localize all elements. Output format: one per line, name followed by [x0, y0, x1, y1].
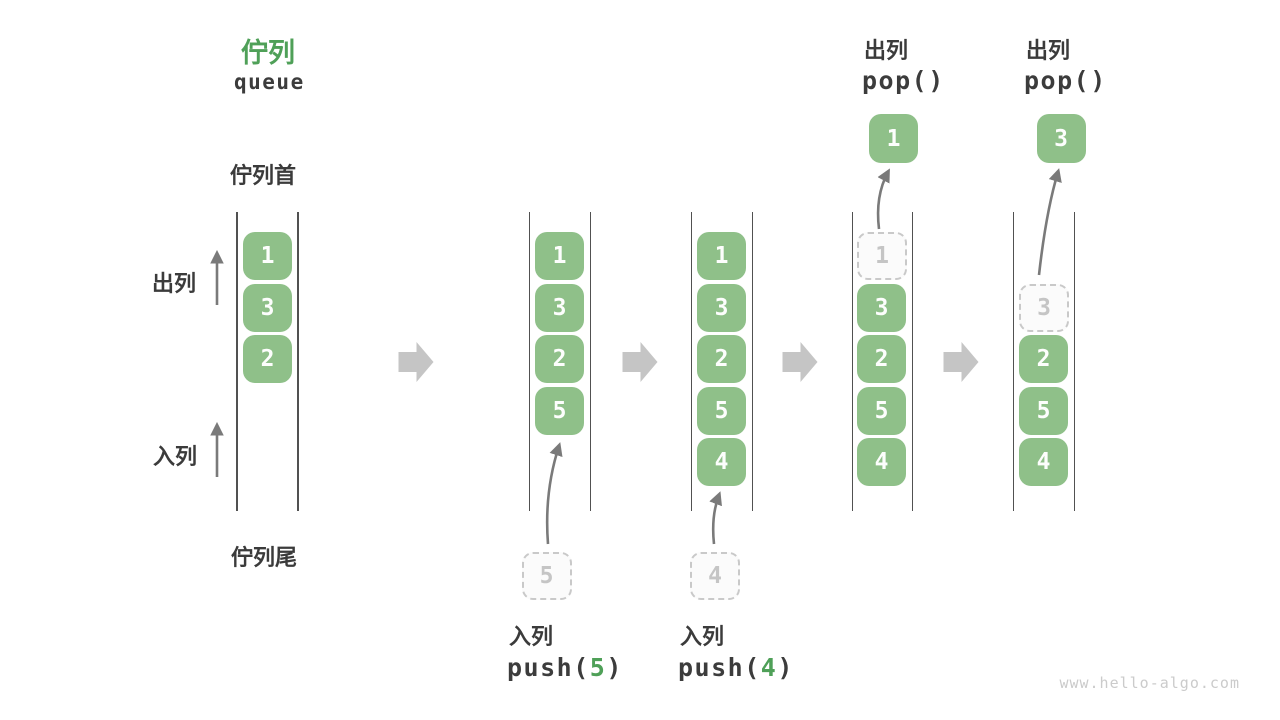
popped-item: 3: [1036, 114, 1086, 163]
queue-item-ghost: 3: [1019, 283, 1069, 332]
queue-wall: [297, 212, 299, 511]
queue-wall: [751, 212, 753, 511]
queue-item: 3: [535, 283, 584, 332]
queue-wall: [236, 212, 238, 511]
queue-item: 3: [857, 283, 906, 332]
dequeue-side-label: 出列: [152, 272, 197, 297]
queue-wall: [1012, 212, 1014, 511]
queue-item: 3: [243, 283, 292, 332]
queue-item-ghost: 4: [690, 551, 740, 600]
queue-item: 4: [697, 438, 746, 486]
pop1-arrow-icon: [876, 168, 890, 230]
push4-arrow-icon: [709, 491, 722, 545]
push5-code-label: push(5): [507, 653, 623, 682]
push4-fn-open: push(: [678, 653, 761, 682]
pop3-action-label: 出列: [1026, 39, 1071, 64]
queue-item: 1: [697, 232, 746, 280]
queue-item: 5: [697, 386, 746, 435]
diagram-title-zh: 佇列: [241, 38, 295, 69]
queue-item-ghost: 5: [521, 551, 572, 600]
pop1-action-label: 出列: [864, 39, 909, 64]
push5-arrow-icon: [545, 442, 563, 545]
push5-fn-open: push(: [507, 653, 590, 682]
queue-item: 2: [697, 335, 746, 383]
queue-item: 2: [1019, 335, 1068, 383]
queue-item-ghost: 1: [857, 232, 907, 280]
popped-item: 1: [869, 114, 918, 163]
watermark: www.hello-algo.com: [1059, 674, 1240, 692]
queue-item: 4: [857, 438, 906, 486]
push5-fn-close: ): [606, 653, 623, 682]
queue-wall: [851, 212, 853, 511]
queue-wall: [1073, 212, 1075, 511]
diagram-title-en: queue: [234, 70, 305, 94]
queue-item: 2: [857, 335, 906, 383]
push4-arg: 4: [760, 653, 778, 682]
queue-rear-label: 佇列尾: [231, 546, 298, 571]
queue-item: 5: [1019, 386, 1068, 435]
queue-item: 3: [697, 283, 746, 332]
queue-wall: [528, 212, 530, 511]
queue-front-label: 佇列首: [230, 164, 297, 189]
queue-item: 2: [243, 335, 292, 383]
pop3-arrow-icon: [1037, 168, 1062, 276]
queue-item: 5: [857, 386, 906, 435]
queue-item: 2: [535, 335, 584, 383]
pop3-code-label: pop(): [1024, 66, 1107, 95]
step-arrow-icon: [622, 342, 658, 382]
push5-arg: 5: [589, 653, 607, 682]
push4-code-label: push(4): [678, 653, 794, 682]
queue-item: 1: [243, 232, 292, 280]
push4-action-label: 入列: [680, 625, 725, 650]
pop1-code-label: pop(): [862, 66, 945, 95]
push4-fn-close: ): [777, 653, 794, 682]
queue-item: 5: [535, 386, 584, 435]
queue-item: 4: [1019, 438, 1068, 486]
queue-item: 1: [535, 232, 584, 280]
push5-action-label: 入列: [509, 625, 554, 650]
queue-wall: [911, 212, 913, 511]
queue-wall: [690, 212, 692, 511]
step-arrow-icon: [782, 342, 818, 382]
queue-wall: [589, 212, 591, 511]
step-arrow-icon: [398, 342, 434, 382]
step-arrow-icon: [943, 342, 979, 382]
enqueue-side-label: 入列: [153, 445, 198, 470]
